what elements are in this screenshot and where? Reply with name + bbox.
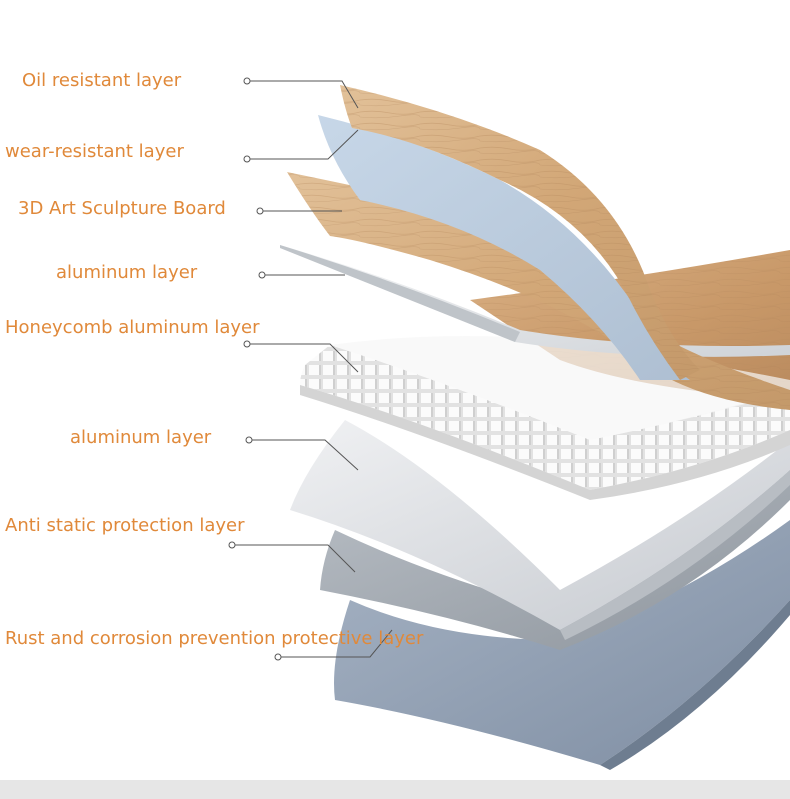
leader-dot-antistatic xyxy=(228,541,236,549)
label-3d-art-sculpture-board: 3D Art Sculpture Board xyxy=(18,198,226,219)
leader-line-honeycomb xyxy=(250,343,359,373)
leader-line-antistatic xyxy=(235,544,356,573)
leader-lines xyxy=(228,77,393,661)
label-anti-static-protection-layer: Anti static protection layer xyxy=(5,515,245,536)
leader-line-aluminum-bottom xyxy=(252,439,359,471)
leader-dot-aluminum-top xyxy=(258,271,266,279)
leader-dot-aluminum-bottom xyxy=(245,436,253,444)
leader-line-oil xyxy=(250,80,359,109)
label-honeycomb-aluminum-layer: Honeycomb aluminum layer xyxy=(5,317,260,338)
label-wear-resistant-layer: wear-resistant layer xyxy=(5,141,184,162)
leader-dot-rust xyxy=(274,653,282,661)
label-rust-corrosion-prevention-layer: Rust and corrosion prevention protective… xyxy=(5,628,424,649)
wear-layer-sheet xyxy=(318,115,690,380)
antistatic-layer-sheet xyxy=(320,470,790,650)
label-aluminum-layer-bottom: aluminum layer xyxy=(70,427,212,448)
label-aluminum-layer-top: aluminum layer xyxy=(56,262,198,283)
aluminum-bottom-sheet xyxy=(290,420,790,630)
leader-dot-honeycomb xyxy=(243,340,251,348)
leader-dot-wear xyxy=(243,155,251,163)
aluminum-top-sheet xyxy=(280,245,790,357)
leader-dot-oil xyxy=(243,77,251,85)
honeycomb-sheet xyxy=(300,345,790,490)
label-oil-resistant-layer: Oil resistant layer xyxy=(22,70,182,91)
leader-line-rust xyxy=(281,629,393,658)
bottom-shadow-band xyxy=(0,780,790,799)
leader-line-wear xyxy=(250,129,359,160)
leader-dot-sculpture xyxy=(256,207,264,215)
